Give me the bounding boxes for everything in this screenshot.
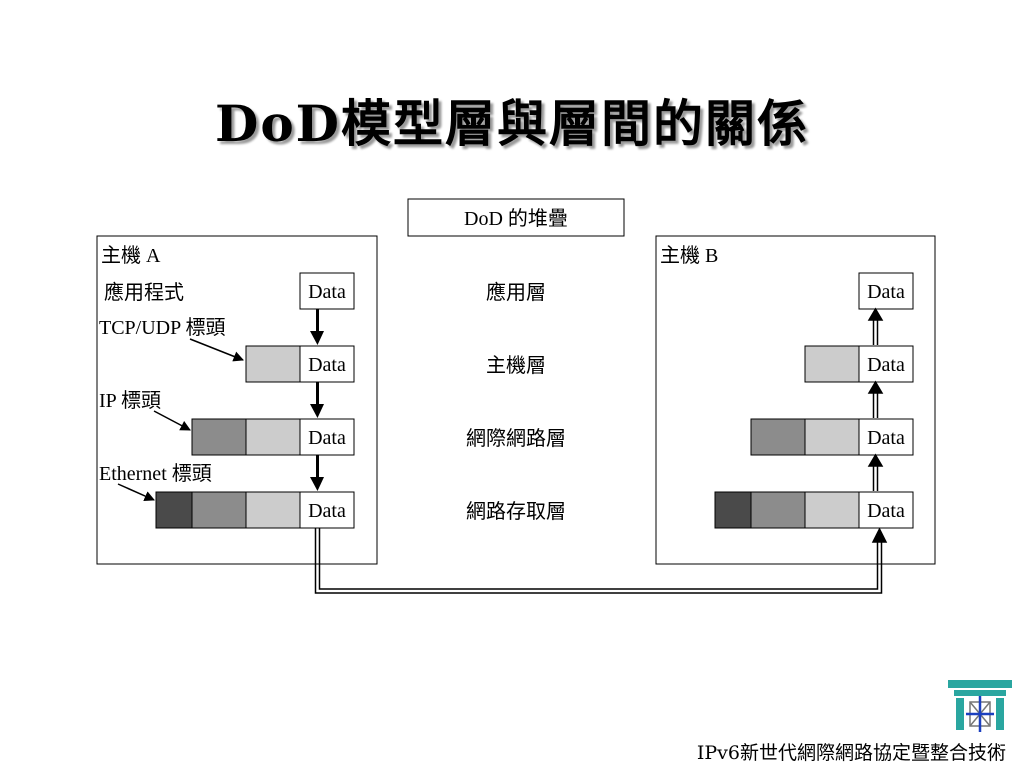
host-b-app-packet: Data: [858, 272, 914, 310]
host-a-eth-header-label: Ethernet 標頭: [99, 462, 212, 485]
up-arrow-2: [867, 380, 884, 418]
data-label: Data: [867, 281, 905, 303]
ip-header-block: [750, 418, 806, 456]
host-a-app-label: 應用程式: [104, 280, 184, 304]
stack-label-box: [407, 198, 625, 237]
data-block: [299, 272, 355, 310]
host-b-transport-packet: Data: [804, 345, 914, 383]
host-b-access-packet: Data: [714, 491, 914, 529]
up-arrow-1: [867, 307, 884, 345]
tcp-pointer-arrow: [189, 338, 244, 362]
physical-link: [314, 527, 888, 594]
ip-header-block: [191, 418, 247, 456]
data-label: Data: [867, 427, 905, 449]
data-label: Data: [308, 281, 346, 303]
host-b-label: 主機 B: [660, 244, 718, 267]
data-label: Data: [867, 500, 905, 522]
host-a-label: 主機 A: [101, 244, 161, 267]
data-label: Data: [308, 354, 346, 376]
down-arrow-1: [310, 309, 324, 345]
data-label: Data: [308, 500, 346, 522]
host-a-access-packet: Data: [155, 491, 355, 529]
host-a-app-packet: Data: [299, 272, 355, 310]
tcp-header-block: [804, 345, 860, 383]
ip-header-block: [191, 491, 247, 529]
layer-application: 應用層: [486, 280, 546, 304]
data-label: Data: [308, 427, 346, 449]
host-b-internet-packet: Data: [750, 418, 914, 456]
stack-label: DoD 的堆疊: [464, 207, 568, 230]
data-label: Data: [867, 354, 905, 376]
host-b-up-arrows: [867, 307, 884, 491]
host-a-down-arrows: [310, 309, 324, 491]
tcp-header-block: [245, 345, 301, 383]
host-a-internet-packet: Data: [191, 418, 355, 456]
data-block: [858, 345, 914, 383]
footer-course-title: IPv6新世代網際網路協定暨整合技術: [696, 742, 1006, 764]
eth-header-block: [714, 491, 752, 529]
host-a-tcp-header-label: TCP/UDP 標頭: [99, 316, 226, 339]
data-block: [858, 491, 914, 529]
institution-logo: [948, 680, 1012, 732]
eth-pointer-arrow: [117, 483, 155, 501]
host-a-transport-packet: Data: [245, 345, 355, 383]
layer-internet: 網際網路層: [466, 427, 566, 450]
slide-title: DoD模型層與層間的關係: [214, 94, 810, 153]
ip-pointer-arrow: [153, 410, 191, 431]
data-block: [299, 418, 355, 456]
eth-header-block: [155, 491, 193, 529]
up-arrow-3: [867, 453, 884, 491]
data-block: [299, 345, 355, 383]
tcp-header-block: [245, 491, 301, 529]
host-a-ip-header-label: IP 標頭: [99, 389, 161, 412]
tcp-header-block: [804, 418, 860, 456]
tcp-header-block: [245, 418, 301, 456]
layer-network-access: 網路存取層: [466, 500, 566, 523]
down-arrow-2: [310, 382, 324, 418]
tcp-header-block: [804, 491, 860, 529]
ip-header-block: [750, 491, 806, 529]
data-block: [858, 418, 914, 456]
layer-host: 主機層: [486, 354, 546, 377]
down-arrow-3: [310, 455, 324, 491]
data-block: [299, 491, 355, 529]
data-block: [858, 272, 914, 310]
